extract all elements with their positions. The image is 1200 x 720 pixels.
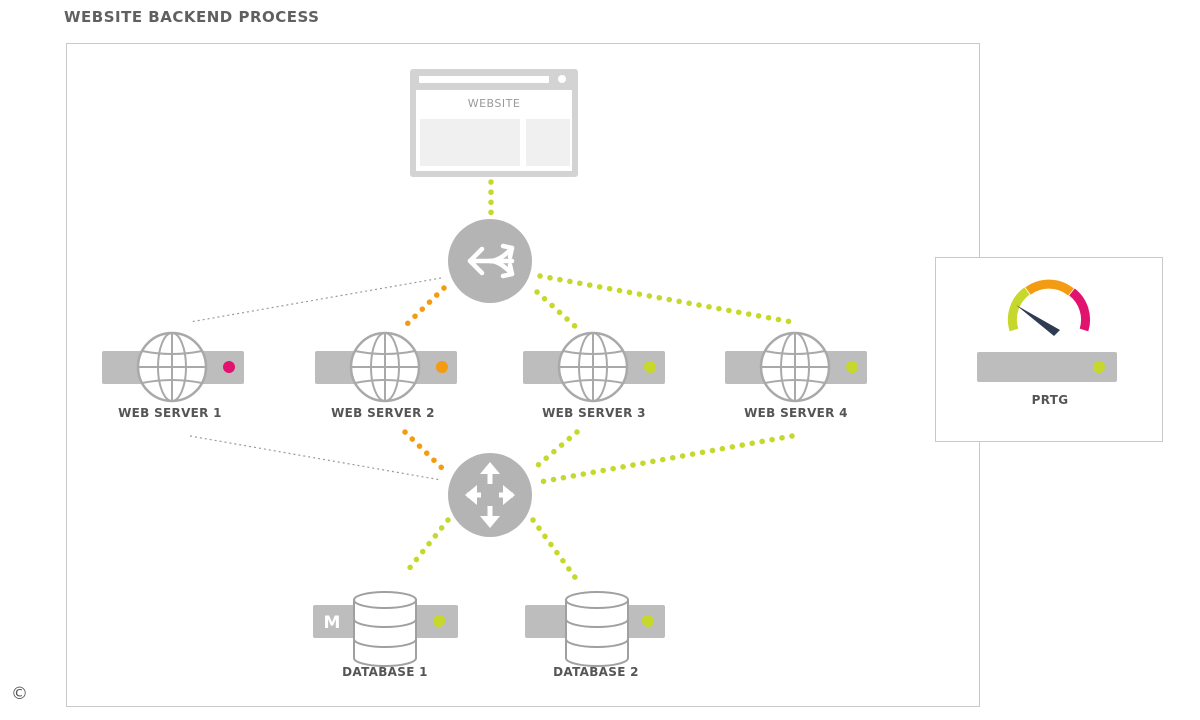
web-server-1-label: WEB SERVER 1 — [118, 406, 222, 420]
split-arrows-icon — [467, 243, 515, 279]
window-dot-icon — [558, 75, 566, 83]
link-router-db2 — [530, 517, 580, 583]
database-1-label: DATABASE 1 — [342, 665, 428, 679]
four-arrows-icon — [465, 462, 515, 528]
website-label: WEBSITE — [468, 97, 521, 110]
copyright-icon: © — [11, 684, 28, 704]
load-balancer — [448, 219, 532, 303]
database-stack-icon — [353, 591, 417, 667]
database-badge: M — [324, 613, 341, 633]
link-lb-server3 — [534, 289, 580, 331]
link-server4-router — [537, 433, 795, 485]
status-indicator — [433, 615, 445, 627]
link-server3-router — [534, 429, 580, 469]
prtg-monitor: PRTG — [977, 279, 1117, 407]
status-indicator — [642, 615, 654, 627]
website-window: WEBSITE — [410, 69, 578, 177]
status-indicator — [436, 361, 448, 373]
link-lb-server2 — [402, 285, 447, 329]
status-indicator — [1093, 361, 1105, 373]
link-lb-server4 — [537, 273, 795, 325]
globe-icon — [349, 331, 421, 403]
gauge-icon — [1007, 279, 1091, 336]
database-2: DATABASE 2 — [525, 591, 665, 679]
status-indicator — [644, 361, 656, 373]
database-stack-icon — [565, 591, 629, 667]
web-server-3-label: WEB SERVER 3 — [542, 406, 646, 420]
globe-icon — [759, 331, 831, 403]
web-server-2-label: WEB SERVER 2 — [331, 406, 435, 420]
page-title: WEBSITE BACKEND PROCESS — [64, 8, 320, 26]
web-server-4: WEB SERVER 4 — [725, 331, 867, 420]
link-lb-server1 — [189, 277, 442, 323]
database-2-label: DATABASE 2 — [553, 665, 639, 679]
database-1: M DATABASE 1 — [313, 591, 458, 679]
status-indicator — [223, 361, 235, 373]
link-server2-router — [402, 429, 447, 473]
web-server-2: WEB SERVER 2 — [315, 331, 457, 420]
link-router-db1 — [401, 517, 451, 578]
web-server-3: WEB SERVER 3 — [523, 331, 665, 420]
status-indicator — [846, 361, 858, 373]
web-server-1: WEB SERVER 1 — [102, 331, 244, 420]
link-server1-router — [189, 435, 442, 481]
web-server-4-label: WEB SERVER 4 — [744, 406, 848, 420]
globe-icon — [557, 331, 629, 403]
router — [448, 453, 532, 537]
globe-icon — [136, 331, 208, 403]
prtg-label: PRTG — [1032, 393, 1069, 407]
